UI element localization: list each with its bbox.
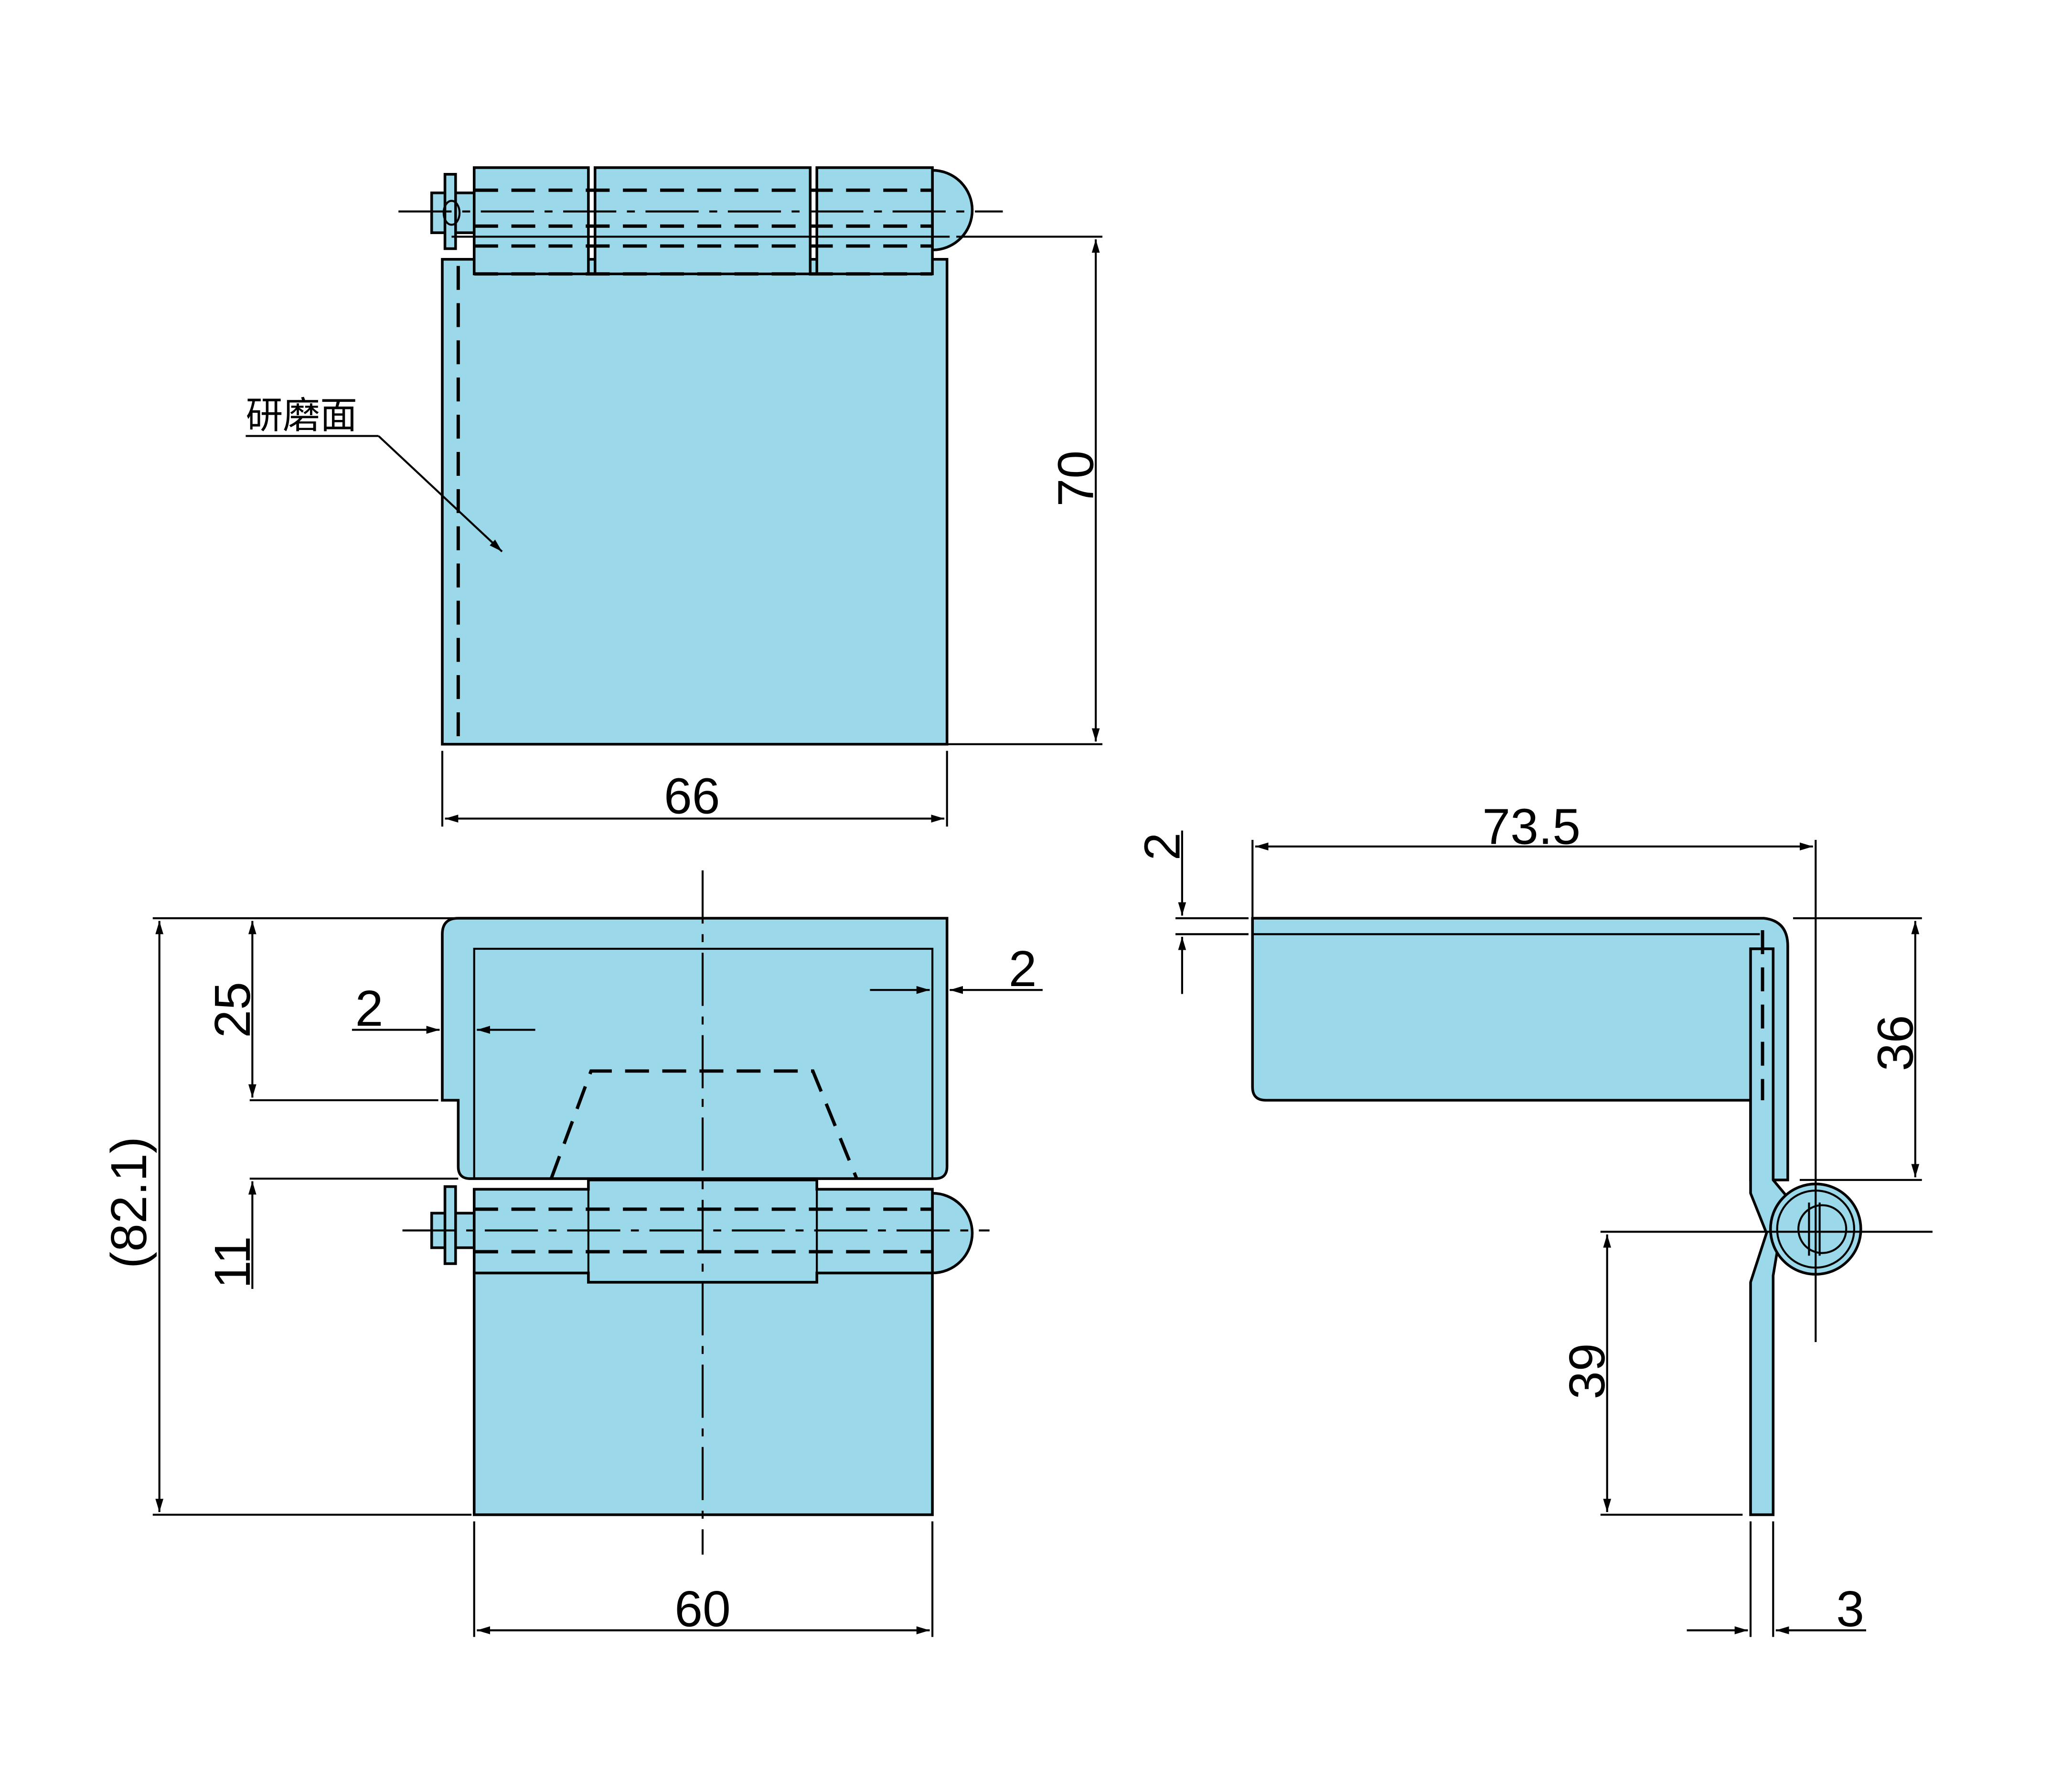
dim-2-left: 2 (355, 980, 384, 1037)
top-view (398, 166, 1003, 746)
surface-note-label: 研磨面 (246, 394, 357, 437)
dim-side-leaf: 3 (1687, 1521, 1866, 1637)
dim-side-length: 73.5 (1251, 798, 1817, 917)
dim-2-side: 2 (1134, 832, 1190, 860)
dim-side-lower: 39 (1559, 1234, 1743, 1516)
dim-39: 39 (1559, 1343, 1615, 1399)
dim-2-right: 2 (1009, 941, 1037, 997)
dim-70: 70 (1048, 451, 1104, 507)
dim-top-height: 70 (947, 236, 1104, 745)
dim-top-width: 66 (441, 751, 948, 827)
dim-3: 3 (1836, 1581, 1864, 1637)
dim-11: 11 (204, 1236, 261, 1288)
dim-side-thickness: 2 (1134, 830, 1249, 994)
dim-36: 36 (1867, 1015, 1923, 1072)
front-view (402, 870, 990, 1555)
dim-73-5: 73.5 (1482, 798, 1581, 855)
dim-60: 60 (674, 1581, 731, 1637)
dim-82-1: (82.1) (101, 1137, 157, 1268)
dim-front-width: 60 (473, 1521, 934, 1637)
surface-note: 研磨面 (246, 394, 503, 553)
dim-66: 66 (664, 768, 720, 824)
dim-front-total: (82.1) (101, 917, 472, 1516)
dim-front-upper: 25 11 (204, 921, 459, 1289)
dim-front-gaps: 2 2 (352, 941, 1043, 1037)
dim-25: 25 (204, 982, 261, 1038)
side-view (1251, 917, 1933, 1516)
dim-side-upper: 36 (1793, 917, 1923, 1181)
